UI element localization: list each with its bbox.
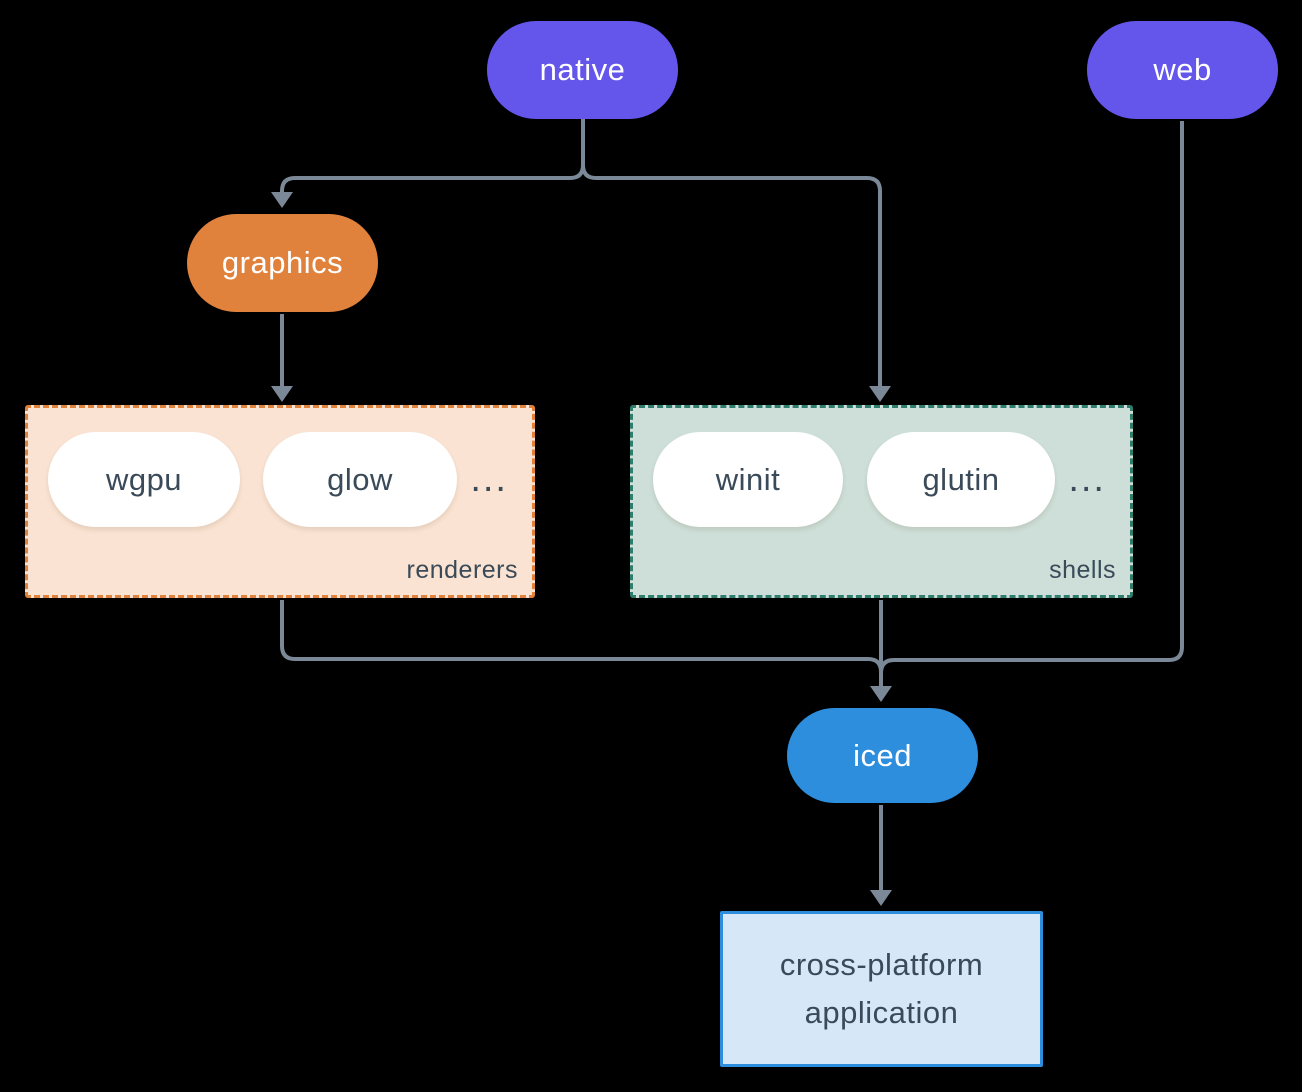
renderers-group-label: renderers bbox=[406, 556, 518, 584]
glow-node: glow bbox=[263, 432, 457, 527]
app-label-line2: application bbox=[804, 995, 959, 1030]
wgpu-node: wgpu bbox=[48, 432, 240, 527]
web-label: web bbox=[1153, 52, 1212, 87]
glutin-node: glutin bbox=[867, 432, 1055, 527]
app-label-line1: cross-platform bbox=[779, 947, 984, 982]
cross-platform-application-node: cross-platform application bbox=[720, 911, 1043, 1067]
arrowhead-icon bbox=[870, 890, 892, 906]
web-node: web bbox=[1087, 21, 1278, 119]
renderers-ellipsis: ... bbox=[470, 458, 508, 500]
graphics-node: graphics bbox=[187, 214, 378, 312]
winit-node: winit bbox=[653, 432, 843, 527]
edge-native-graphics bbox=[280, 119, 585, 194]
winit-label: winit bbox=[715, 461, 781, 497]
renderers-group-box: wgpu glow ... renderers bbox=[25, 405, 535, 598]
native-label: native bbox=[539, 52, 626, 87]
arrowhead-icon bbox=[869, 386, 891, 402]
graphics-label: graphics bbox=[221, 245, 344, 280]
shells-ellipsis: ... bbox=[1068, 458, 1106, 500]
arrowhead-icon bbox=[870, 686, 892, 702]
native-node: native bbox=[487, 21, 678, 119]
arrowhead-icon bbox=[271, 386, 293, 402]
shells-group-label: shells bbox=[1049, 556, 1116, 584]
iced-node: iced bbox=[787, 708, 978, 803]
glutin-label: glutin bbox=[922, 461, 1000, 497]
edge-native-shells bbox=[581, 119, 882, 388]
shells-group-box: winit glutin ... shells bbox=[630, 405, 1133, 598]
edge-renderers-merge bbox=[280, 600, 883, 673]
arrowhead-icon bbox=[271, 192, 293, 208]
iced-label: iced bbox=[853, 737, 912, 773]
glow-label: glow bbox=[327, 461, 393, 497]
wgpu-label: wgpu bbox=[105, 461, 183, 497]
